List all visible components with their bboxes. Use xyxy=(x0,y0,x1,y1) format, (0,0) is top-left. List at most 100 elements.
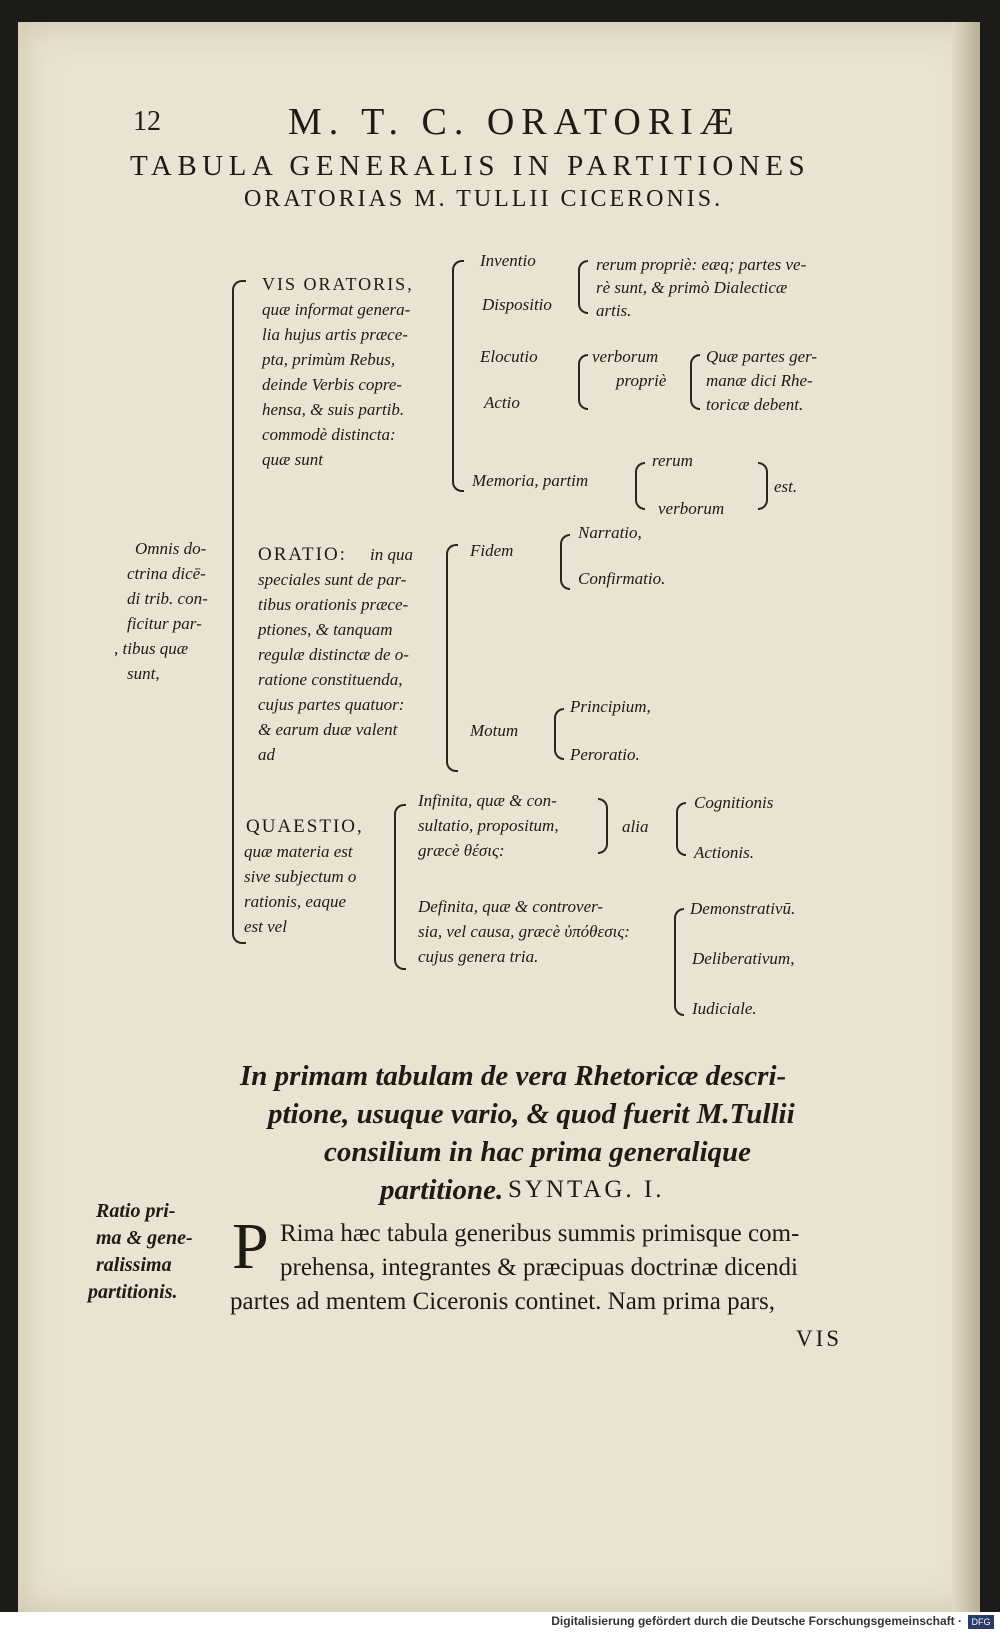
vis-part-memoria: Memoria, partim xyxy=(472,471,589,490)
page-number: 12 xyxy=(133,106,161,137)
oratio-line: ad xyxy=(258,745,275,764)
definita-line: sia, vel causa, græcè ὑπόθεσις: xyxy=(418,922,630,941)
verborum-word: verborum xyxy=(592,347,659,366)
quaestio-line: quæ materia est xyxy=(244,842,353,861)
oratio-line: tibus orationis præce- xyxy=(258,595,409,614)
vis-part-dispositio: Dispositio xyxy=(482,295,552,314)
syntagma-heading-line: partitione. xyxy=(380,1174,504,1206)
title-line-1: TABULA GENERALIS IN PARTITIONES xyxy=(130,150,811,182)
rerum-brace xyxy=(578,260,588,314)
margin-note-line: partitionis. xyxy=(88,1281,178,1303)
genus-iudiciale: Iudiciale. xyxy=(692,999,757,1018)
dfg-logo: DFG xyxy=(968,1615,994,1629)
verborum-brace xyxy=(578,354,588,410)
vis-part-inventio: Inventio xyxy=(480,251,536,270)
definita-line: Definita, quæ & controver- xyxy=(418,897,604,916)
infinita-line: sultatio, propositum, xyxy=(418,816,559,835)
quaestio-line: sive subjectum o xyxy=(244,867,357,886)
motum-principium: Principium, xyxy=(570,697,651,716)
vis-line: quæ sunt xyxy=(262,450,323,469)
oratio-motum: Motum xyxy=(470,721,519,740)
genus-demonstrativum: Demonstrativū. xyxy=(690,899,796,918)
root-line: sunt, xyxy=(127,664,160,683)
quaestio-line: rationis, eaque xyxy=(244,892,346,911)
infinita-line: græcè θέσις: xyxy=(418,841,505,860)
memoria-brace xyxy=(635,462,645,510)
vis-line: hensa, & suis partib. xyxy=(262,400,405,419)
vis-parts-brace xyxy=(452,260,464,492)
definita-line: cujus genera tria. xyxy=(418,947,539,966)
page-edge xyxy=(952,22,980,1612)
root-line: di trib. con- xyxy=(127,589,208,608)
body-line: partes ad mentem Ciceronis continet. Nam… xyxy=(230,1288,775,1315)
title-line-2: ORATORIAS M. TULLII CICERONIS. xyxy=(244,186,724,212)
oratio-line: ratione constituenda, xyxy=(258,670,403,689)
book-page: 12 M. T. C. ORATORIÆ TABULA GENERALIS IN… xyxy=(18,22,980,1612)
oratio-fidem: Fidem xyxy=(470,541,514,560)
root-line: Omnis do- xyxy=(135,539,207,558)
alia-cognitionis: Cognitionis xyxy=(694,793,774,812)
vis-line: pta, primùm Rebus, xyxy=(262,350,396,369)
fidem-brace xyxy=(560,534,570,590)
fidem-narratio: Narratio, xyxy=(578,523,642,542)
alia-actionis: Actionis. xyxy=(694,843,754,862)
infinita-line: Infinita, quæ & con- xyxy=(418,791,557,810)
memoria-verborum: verborum xyxy=(658,499,725,518)
vis-part-elocutio: Elocutio xyxy=(480,347,538,366)
oratio-line: & earum duæ valent xyxy=(258,720,398,739)
genus-deliberativum: Deliberativum, xyxy=(692,949,795,968)
oratio-head-rest: in qua xyxy=(370,545,413,564)
genera-brace xyxy=(674,908,684,1016)
syntagma-heading-line: consilium in hac prima generalique xyxy=(324,1136,751,1168)
margin-note-line: Ratio pri- xyxy=(96,1200,176,1222)
body-line: Rima hæc tabula generibus summis primisq… xyxy=(280,1220,800,1247)
quaestio-brace xyxy=(394,804,406,970)
vis-line: lia hujus artis præce- xyxy=(262,325,408,344)
root-line: ficitur par- xyxy=(127,614,202,633)
margin-note-line: ralissima xyxy=(96,1254,172,1276)
margin-note-line: ma & gene- xyxy=(96,1227,193,1249)
proprie-word: propriè xyxy=(616,371,667,390)
vis-line: deinde Verbis copre- xyxy=(262,375,403,394)
oratio-head: ORATIO: xyxy=(258,544,347,565)
drop-initial: P xyxy=(232,1210,269,1283)
rhetoricae-line: manæ dici Rhe- xyxy=(706,371,813,390)
fidem-confirmatio: Confirmatio. xyxy=(578,569,666,588)
quaestio-head: QUAESTIO, xyxy=(246,816,364,837)
rerum-proprie-line: rè sunt, & primò Dialecticæ xyxy=(596,278,788,297)
memoria-close-brace xyxy=(758,462,768,510)
root-line: ctrina dicē- xyxy=(127,564,206,583)
rerum-proprie-line: rerum propriè: eæq; partes ve- xyxy=(596,255,807,274)
rhetoricae-brace xyxy=(690,354,700,410)
vis-part-actio: Actio xyxy=(484,393,520,412)
motum-brace xyxy=(554,708,564,760)
catchword: VIS xyxy=(796,1326,843,1351)
oratio-line: cujus partes quatuor: xyxy=(258,695,405,714)
oratio-line: speciales sunt de par- xyxy=(258,570,407,589)
syntagma-label: SYNTAG. I. xyxy=(508,1176,665,1203)
motum-peroratio: Peroratio. xyxy=(570,745,640,764)
body-line: prehensa, integrantes & præcipuas doctri… xyxy=(280,1254,798,1281)
rhetoricae-line: Quæ partes ger- xyxy=(706,347,818,366)
syntagma-heading-line: ptione, usuque vario, & quod fuerit M.Tu… xyxy=(268,1098,795,1130)
digitization-footer: Digitalisierung gefördert durch die Deut… xyxy=(0,1612,1000,1633)
vis-line: commodè distincta: xyxy=(262,425,396,444)
oratio-line: regulæ distinctæ de o- xyxy=(258,645,409,664)
vis-line: quæ informat genera- xyxy=(262,300,411,319)
running-head: M. T. C. ORATORIÆ xyxy=(288,101,741,143)
alia-brace xyxy=(676,802,686,856)
footer-text: Digitalisierung gefördert durch die Deut… xyxy=(551,1614,962,1628)
main-brace xyxy=(232,280,246,944)
quaestio-line: est vel xyxy=(244,917,287,936)
oratio-brace xyxy=(446,544,458,772)
memoria-est: est. xyxy=(774,477,798,496)
infinita-close-brace xyxy=(598,798,608,854)
memoria-rerum: rerum xyxy=(652,451,693,470)
vis-head: VIS ORATORIS, xyxy=(262,274,414,294)
rerum-proprie-line: artis. xyxy=(596,301,632,320)
rhetoricae-line: toricæ debent. xyxy=(706,395,804,414)
root-line: , tibus quæ xyxy=(114,639,189,658)
syntagma-heading-line: In primam tabulam de vera Rhetoricæ desc… xyxy=(240,1060,787,1092)
oratio-line: ptiones, & tanquam xyxy=(258,620,393,639)
quaestio-alia: alia xyxy=(622,817,649,836)
